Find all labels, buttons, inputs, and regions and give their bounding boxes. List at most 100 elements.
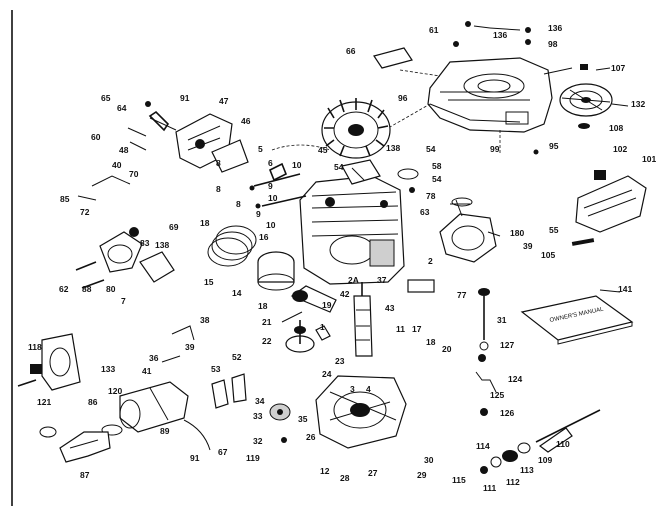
callout: 3 — [350, 384, 355, 394]
callout: 72 — [80, 207, 90, 217]
nut-part — [453, 41, 459, 47]
screw-part — [533, 149, 539, 155]
callout: 115 — [452, 475, 466, 485]
callout: 119 — [246, 453, 260, 463]
callout: 126 — [500, 408, 514, 418]
callout: 180 — [510, 228, 524, 238]
blower-housing — [427, 57, 553, 133]
screw-part — [145, 101, 151, 107]
callout: 24 — [322, 369, 332, 379]
callout: 41 — [142, 366, 152, 376]
callout: 6 — [268, 158, 273, 168]
callout: 85 — [60, 194, 70, 204]
callout: 27 — [368, 468, 378, 478]
callout: 48 — [119, 145, 129, 155]
ring-part — [397, 168, 419, 180]
spring-part — [148, 110, 170, 132]
callout: 80 — [106, 284, 116, 294]
camshaft — [285, 320, 315, 353]
bracket-part — [171, 325, 195, 341]
callout: 120 — [108, 386, 122, 396]
callout: 14 — [232, 288, 242, 298]
callout: 18 — [200, 218, 210, 228]
exhaust-pipe — [183, 419, 211, 451]
governor-gear — [269, 403, 291, 443]
starter-assembly — [439, 197, 501, 263]
callout: 98 — [548, 39, 558, 49]
callout: 67 — [218, 447, 228, 457]
callout: 22 — [262, 336, 272, 346]
callout-labels: 61 136 136 98 66 107 132 108 95 96 99 10… — [28, 23, 656, 493]
piston-rings — [207, 225, 257, 267]
callout: 43 — [385, 303, 395, 313]
carb-gasket — [211, 139, 249, 173]
callout: 8 — [216, 158, 221, 168]
callout: 20 — [442, 344, 452, 354]
callout: 16 — [259, 232, 269, 242]
piston — [257, 251, 295, 291]
blade-adapter-group — [480, 409, 601, 474]
callout: 47 — [219, 96, 229, 106]
callout: 112 — [506, 477, 520, 487]
engine-block — [299, 175, 405, 285]
flywheel — [321, 98, 391, 159]
governor-link — [91, 175, 131, 187]
callout: 1 — [320, 322, 325, 332]
gasket-part — [407, 279, 435, 293]
screw-part — [409, 187, 415, 193]
callout: 132 — [631, 99, 645, 109]
callout: 10 — [292, 160, 302, 170]
callout: 86 — [88, 397, 98, 407]
crankshaft — [353, 282, 373, 357]
callout: 2 — [428, 256, 433, 266]
callout: 109 — [538, 455, 552, 465]
dipstick-tube — [478, 288, 490, 351]
callout: 52 — [232, 352, 242, 362]
leader-line — [595, 67, 611, 71]
washer-part — [525, 27, 531, 33]
decal-plate — [373, 47, 413, 69]
callout: 91 — [190, 453, 200, 463]
callout: 18 — [258, 301, 268, 311]
callout: 42 — [340, 289, 350, 299]
callout: 18 — [426, 337, 436, 347]
callout: 45 — [318, 145, 328, 155]
callout: 141 — [618, 284, 632, 294]
callout: 9 — [268, 181, 273, 191]
callout: 102 — [613, 144, 627, 154]
callout: 64 — [117, 103, 127, 113]
callout: 34 — [255, 396, 265, 406]
leader-line — [543, 67, 573, 75]
callout: 17 — [412, 324, 422, 334]
callout: 4 — [366, 384, 371, 394]
callout: 118 — [28, 342, 42, 352]
leader-line — [473, 25, 491, 29]
callout: 113 — [520, 465, 534, 475]
fuel-line-parts — [475, 354, 497, 416]
callout: 30 — [424, 455, 434, 465]
callout: 21 — [262, 317, 272, 327]
callout: 39 — [523, 241, 533, 251]
owners-manual: OWNER'S MANUAL — [520, 295, 634, 345]
callout: 55 — [549, 225, 559, 235]
bracket-part — [211, 379, 229, 409]
callout: 91 — [180, 93, 190, 103]
callout: 39 — [185, 342, 195, 352]
governor-link — [77, 195, 97, 201]
callout: 138 — [386, 143, 400, 153]
gasket-part — [571, 238, 595, 246]
callout: 114 — [476, 441, 490, 451]
callout: 77 — [457, 290, 467, 300]
callout: 8 — [236, 199, 241, 209]
muffler — [119, 381, 189, 433]
callout: 78 — [426, 191, 436, 201]
callout: 40 — [112, 160, 122, 170]
callout: 62 — [59, 284, 69, 294]
screws — [75, 261, 105, 289]
callout: 63 — [420, 207, 430, 217]
callout: 108 — [609, 123, 623, 133]
callout: 107 — [611, 63, 625, 73]
callout: 138 — [155, 240, 169, 250]
callout: 32 — [253, 436, 263, 446]
